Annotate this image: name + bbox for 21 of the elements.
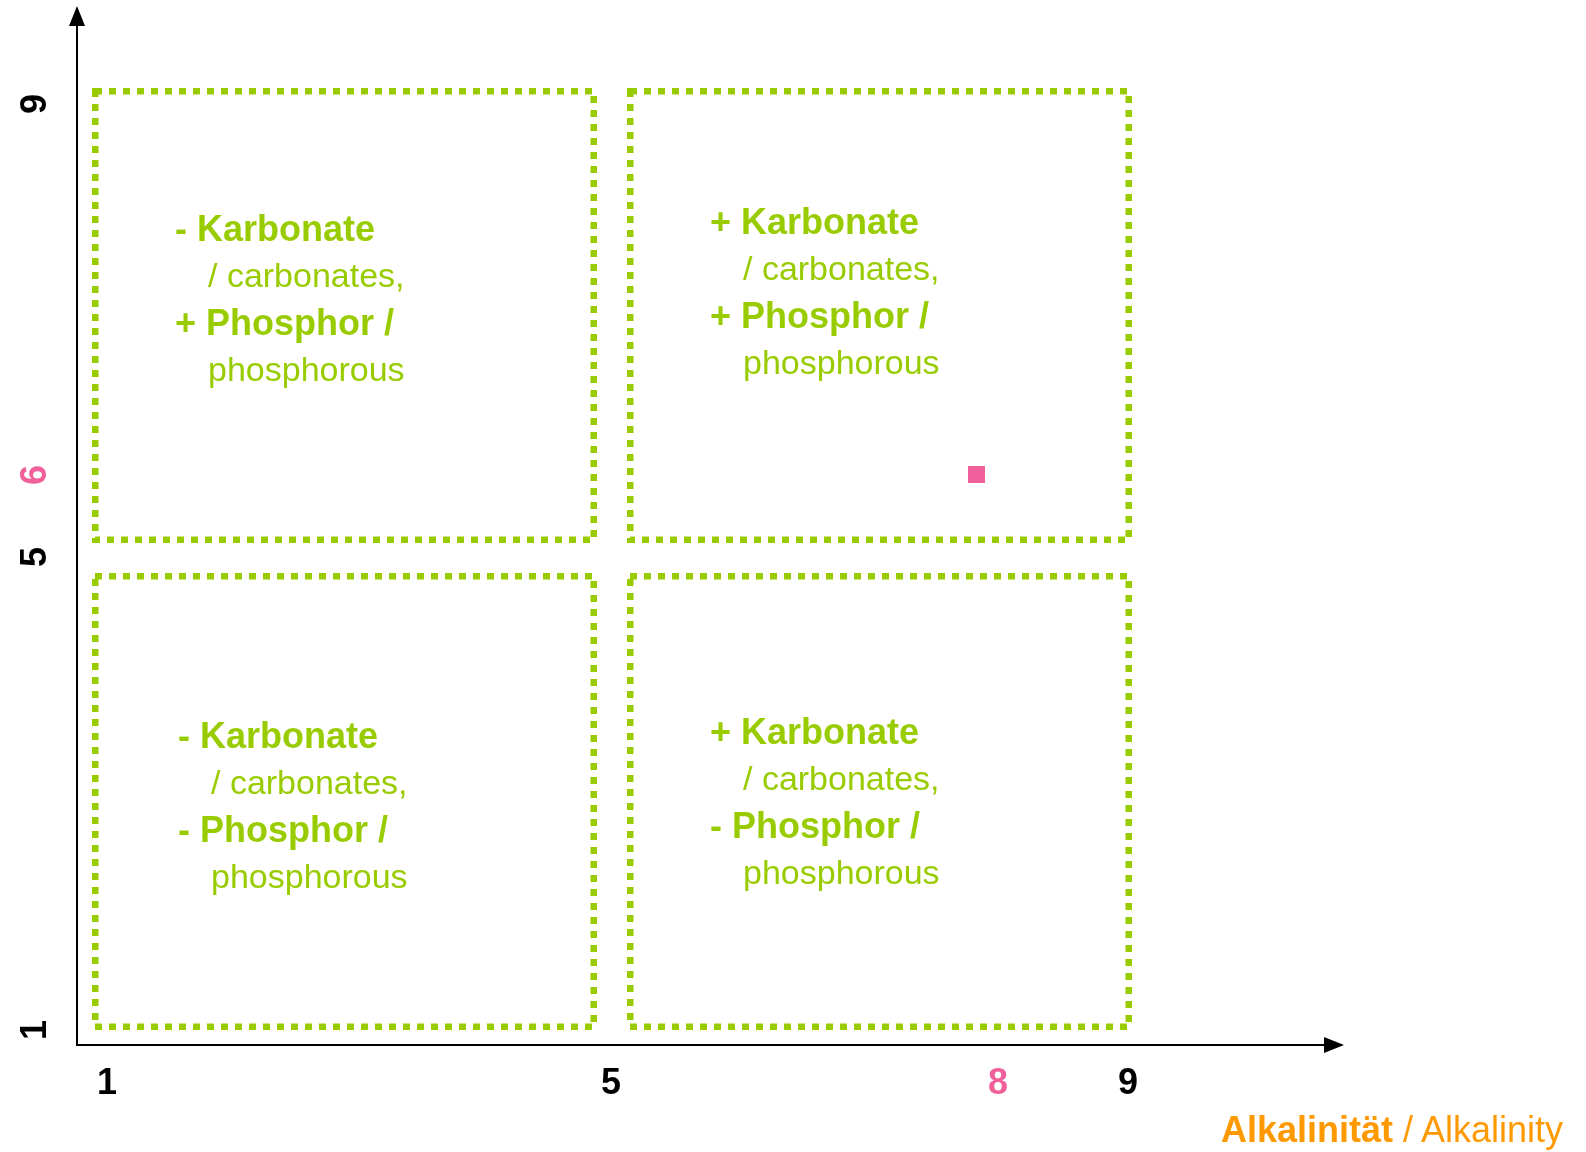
tick-label: 9 — [1118, 1061, 1139, 1103]
quadrant-box — [627, 573, 1132, 1030]
axis-title: Alkalinität / Alkalinity — [1221, 1109, 1564, 1151]
quadrant-text: - Karbonate / carbonates, — [178, 714, 408, 803]
tick-label: 1 — [13, 1020, 55, 1040]
tick-label: 8 — [988, 1061, 1009, 1103]
quadrant-text: - Karbonate / carbonates, — [175, 207, 405, 296]
tick-label: 1 — [97, 1061, 118, 1103]
tick-label: 6 — [13, 465, 55, 485]
quadrant-box — [92, 88, 597, 543]
tick-label: 5 — [13, 547, 55, 567]
quadrant-text: + Karbonate / carbonates, — [710, 710, 940, 799]
quadrant-text: - Phosphor / phosphorous — [178, 808, 408, 897]
quadrant-text: - Phosphor / phosphorous — [710, 804, 940, 893]
quadrant-text: + Phosphor / phosphorous — [710, 294, 940, 383]
quadrant-text: + Phosphor / phosphorous — [175, 301, 405, 390]
tick-label: 5 — [601, 1061, 622, 1103]
tick-label: 9 — [13, 94, 55, 114]
quadrant-box — [92, 573, 597, 1030]
quadrant-box — [627, 88, 1132, 543]
quadrant-text: + Karbonate / carbonates, — [710, 200, 940, 289]
